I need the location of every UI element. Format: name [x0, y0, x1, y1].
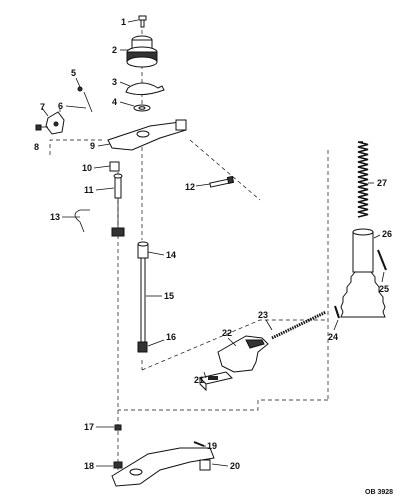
part-1-screw: [138, 15, 147, 28]
part-3-spring-clip: [125, 82, 165, 96]
part-24-screw: [334, 305, 340, 319]
callout-21: 21: [194, 375, 204, 385]
callout-13: 13: [50, 212, 60, 222]
callout-2: 2: [112, 45, 117, 55]
part-7-clamp: [45, 111, 65, 135]
document-code: OB 3928: [365, 489, 393, 496]
callout-labels: 1 2 3 4 5 6 7 8 9 10 11 12 13 14 15 16 1…: [34, 17, 392, 471]
callout-3: 3: [112, 77, 117, 87]
part-25-pin: [377, 249, 387, 271]
callout-7: 7: [40, 102, 45, 112]
callout-20: 20: [230, 461, 240, 471]
part-8-screw: [35, 124, 48, 131]
callout-22: 22: [222, 328, 232, 338]
callout-27: 27: [377, 178, 387, 188]
callout-11: 11: [84, 185, 94, 195]
callout-5: 5: [71, 68, 76, 78]
part-11-rod: [111, 198, 125, 237]
part-2-pulley: [126, 35, 158, 68]
callout-18: 18: [84, 461, 94, 471]
part-4-washer: [133, 104, 151, 112]
part-16-fitting: [137, 341, 148, 353]
callout-23: 23: [258, 310, 268, 320]
bellows-boot: [340, 271, 386, 318]
callout-14: 14: [166, 250, 176, 260]
part-6-pin: [83, 91, 93, 113]
part-20-lever: [111, 447, 215, 487]
part-19-pin: [193, 441, 205, 447]
callout-26: 26: [382, 229, 392, 239]
part-13-wire-clip: [74, 209, 90, 233]
callout-24: 24: [328, 332, 338, 342]
callout-8: 8: [34, 142, 39, 152]
part-21-block: [199, 371, 233, 392]
part-5-screw: [77, 86, 83, 92]
part-12-bolt: [209, 175, 235, 188]
part-22-handle: [217, 335, 269, 373]
callout-12: 12: [185, 182, 195, 192]
part-23-threaded-rod: [271, 310, 327, 340]
part-9-bracket: [107, 119, 187, 151]
part-27-spring: [357, 141, 369, 218]
callout-15: 15: [164, 291, 174, 301]
callout-10: 10: [82, 163, 92, 173]
callout-9: 9: [90, 141, 95, 151]
part-10-nut: [109, 161, 120, 172]
part-14-coupler: [137, 241, 149, 259]
callout-19: 19: [207, 441, 217, 451]
assembly-guide-lines: [49, 30, 329, 470]
part-15-rod: [140, 257, 146, 343]
part-26-tube: [352, 228, 374, 273]
callout-1: 1: [121, 17, 126, 27]
callout-4: 4: [112, 97, 117, 107]
part-11-shaft: [113, 173, 123, 199]
callout-17: 17: [84, 422, 94, 432]
part-18-nut: [113, 461, 123, 469]
callout-16: 16: [166, 332, 176, 342]
callout-6: 6: [58, 101, 63, 111]
callout-leaders: [41, 19, 385, 467]
part-17-nut: [114, 424, 122, 431]
callout-25: 25: [379, 284, 389, 294]
